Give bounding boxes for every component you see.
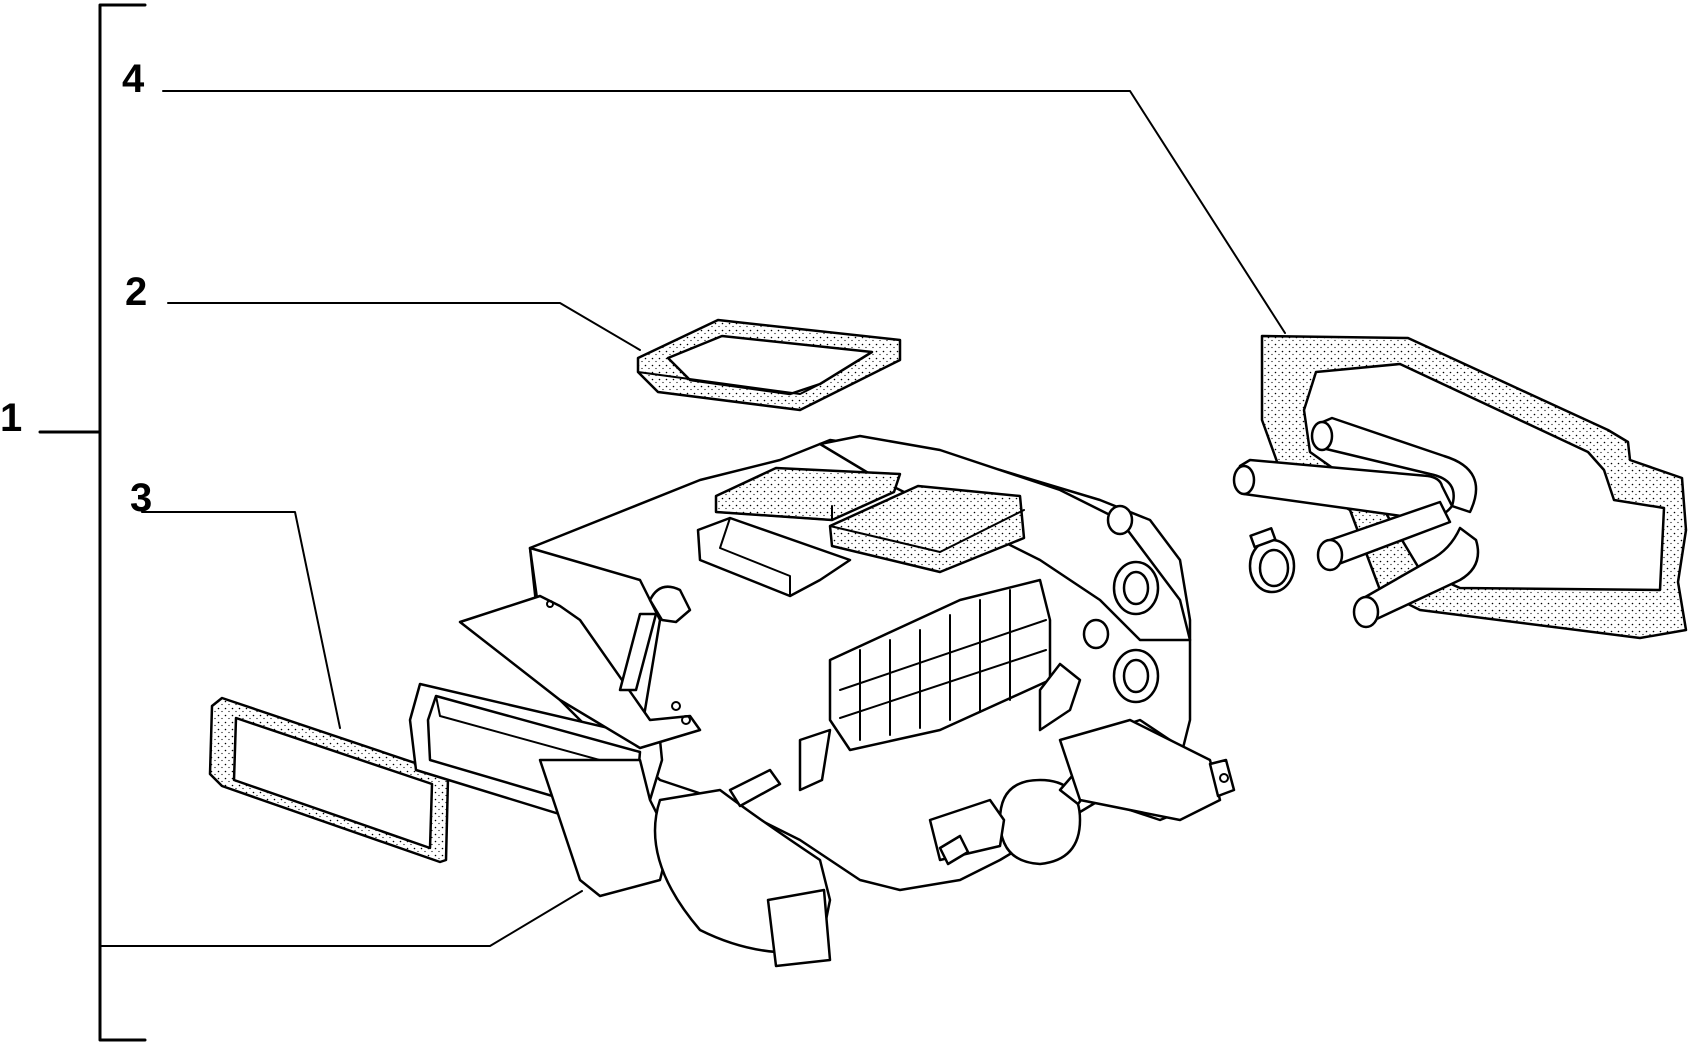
leader-line-3 bbox=[141, 511, 341, 729]
assembly-bracket bbox=[38, 3, 147, 1042]
leader-line-1 bbox=[99, 890, 583, 947]
heater-housing-assembly bbox=[408, 434, 1236, 968]
callout-label-2: 2 bbox=[125, 270, 148, 314]
callout-label-4: 4 bbox=[122, 57, 145, 101]
gasket-frame-part-2 bbox=[636, 318, 902, 412]
hose-clamp bbox=[1248, 527, 1296, 594]
heater-seal-part-4 bbox=[1232, 334, 1688, 640]
leader-lines bbox=[99, 90, 1286, 947]
leader-line-4 bbox=[162, 90, 1286, 334]
leader-line-2 bbox=[167, 302, 641, 351]
callout-label-3: 3 bbox=[130, 476, 153, 520]
callout-label-1: 1 bbox=[0, 396, 23, 440]
